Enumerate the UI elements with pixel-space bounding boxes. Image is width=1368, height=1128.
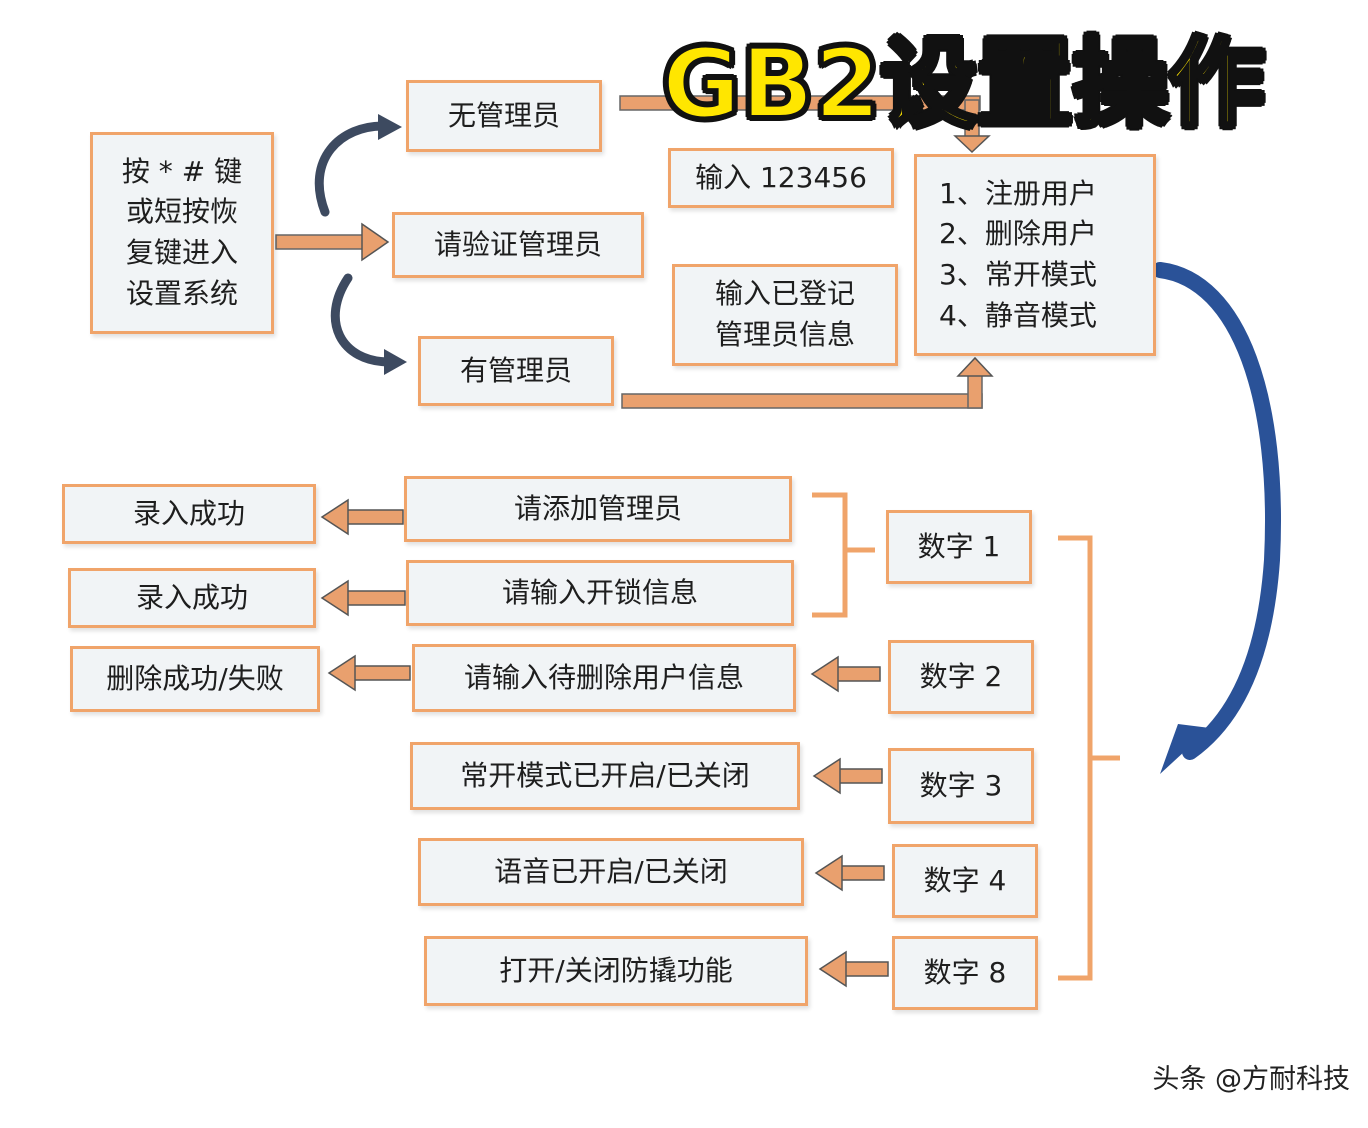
menu-item-3: 3、常开模式	[939, 258, 1097, 291]
menu-item-4: 4、静音模式	[939, 298, 1097, 332]
bracket-right-large	[1058, 535, 1120, 981]
action-voice-label: 语音已开启/已关闭	[494, 854, 728, 888]
arrow-digit2-to-action	[810, 655, 881, 693]
arrow-unlock-to-result	[320, 579, 406, 617]
watermark: 头条 @方耐科技	[1152, 1064, 1350, 1095]
arrow-entry-to-verify	[275, 222, 390, 262]
input-registered-line-1: 输入已登记	[714, 277, 855, 311]
entry-line-3: 复键进入	[125, 236, 238, 269]
entry-line-4: 设置系统	[125, 276, 238, 310]
digit-3-box: 数字 3	[888, 748, 1034, 824]
action-normal-open-box: 常开模式已开启/已关闭	[410, 742, 800, 810]
entry-line-1: 按 * # 键	[121, 154, 243, 188]
digit-1-label: 数字 1	[917, 529, 1001, 563]
action-add-admin-label: 请添加管理员	[513, 491, 682, 525]
has-admin-label: 有管理员	[459, 353, 572, 387]
curve-arrow-to-has-admin	[330, 273, 407, 375]
page-title: GB2设置操作	[660, 26, 1267, 142]
digit-4-box: 数字 4	[892, 844, 1038, 918]
verify-admin-label: 请验证管理员	[433, 227, 602, 261]
digit-1-box: 数字 1	[886, 510, 1032, 584]
arrow-digit8-to-action	[818, 950, 889, 988]
digit-4-label: 数字 4	[923, 863, 1007, 897]
arrow-digit3-to-action	[812, 757, 883, 795]
result-label-2: 录入成功	[135, 580, 248, 614]
bracket-digit-1	[812, 492, 875, 618]
action-voice-box: 语音已开启/已关闭	[418, 838, 804, 906]
result-label-1: 录入成功	[132, 496, 245, 530]
input-registered-box: 输入已登记 管理员信息	[672, 264, 898, 366]
action-input-delete-box: 请输入待删除用户信息	[412, 644, 796, 712]
result-box-2: 录入成功	[68, 568, 316, 628]
menu-box: 1、注册用户 2、删除用户 3、常开模式 4、静音模式	[914, 154, 1156, 356]
menu-item-2: 2、删除用户	[939, 217, 1097, 251]
digit-8-box: 数字 8	[892, 936, 1038, 1010]
action-input-delete-label: 请输入待删除用户信息	[463, 660, 744, 694]
input-code-box: 输入 123456	[668, 148, 894, 208]
entry-line-2: 或短按恢	[125, 195, 238, 229]
digit-2-box: 数字 2	[888, 640, 1034, 714]
arrow-no-admin-to-menu	[619, 95, 991, 154]
action-add-admin-box: 请添加管理员	[404, 476, 792, 542]
action-anti-pry-box: 打开/关闭防撬功能	[424, 936, 808, 1006]
arrow-delete-to-result	[327, 654, 411, 692]
no-admin-label: 无管理员	[447, 98, 560, 132]
verify-admin-box: 请验证管理员	[392, 212, 644, 278]
action-input-unlock-label: 请输入开锁信息	[501, 575, 698, 609]
input-code-label: 输入 123456	[695, 160, 867, 194]
digit-8-label: 数字 8	[923, 955, 1007, 989]
input-registered-line-2: 管理员信息	[714, 318, 855, 351]
has-admin-box: 有管理员	[418, 336, 614, 406]
digit-2-label: 数字 2	[919, 659, 1003, 693]
arrow-has-admin-to-menu	[621, 356, 994, 409]
result-label-3: 删除成功/失败	[106, 661, 284, 695]
arrow-add-admin-to-result	[320, 498, 404, 536]
entry-box: 按 * # 键 或短按恢 复键进入 设置系统	[90, 132, 274, 334]
action-input-unlock-box: 请输入开锁信息	[406, 560, 794, 626]
blue-curve-arrow	[1152, 262, 1281, 774]
curve-arrow-to-no-admin	[314, 114, 402, 217]
arrow-digit4-to-action	[814, 854, 885, 892]
action-normal-open-label: 常开模式已开启/已关闭	[460, 758, 750, 792]
menu-item-1: 1、注册用户	[939, 176, 1097, 210]
action-anti-pry-label: 打开/关闭防撬功能	[499, 953, 733, 987]
result-box-3: 删除成功/失败	[70, 646, 320, 712]
no-admin-box: 无管理员	[406, 80, 602, 152]
digit-3-label: 数字 3	[919, 768, 1003, 802]
result-box-1: 录入成功	[62, 484, 316, 544]
